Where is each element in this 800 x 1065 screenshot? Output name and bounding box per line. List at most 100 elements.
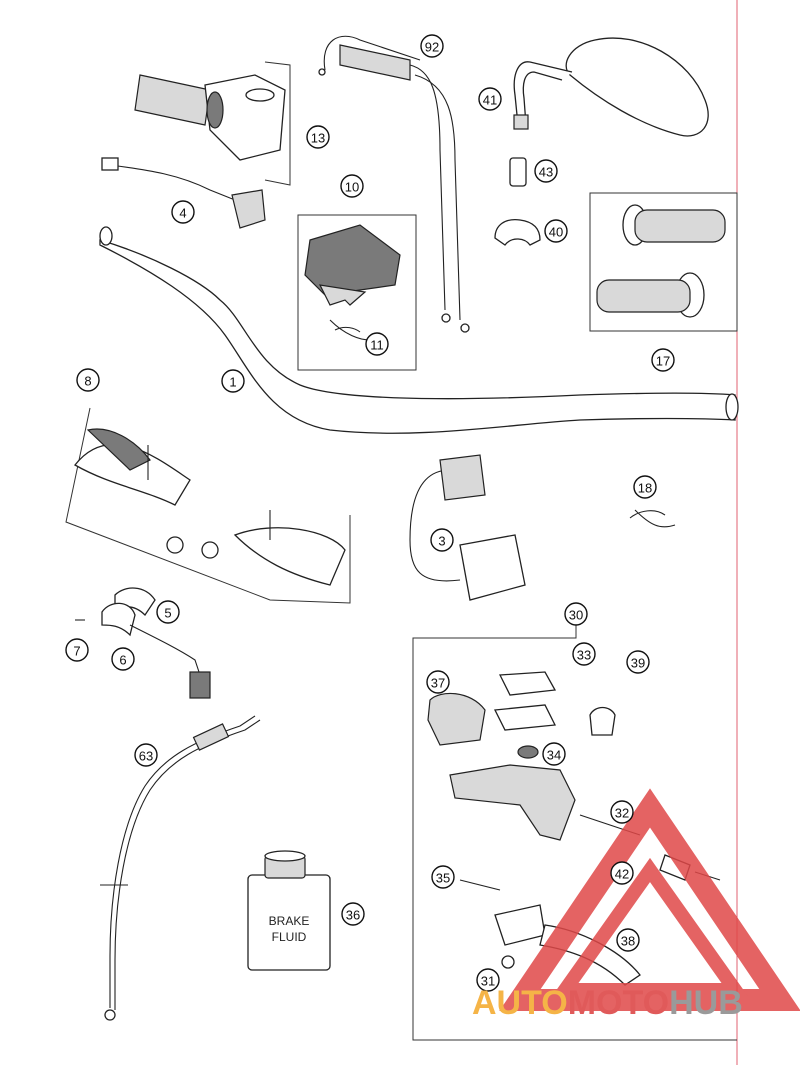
callout-34: 34 xyxy=(542,742,566,766)
callout-label: 6 xyxy=(119,653,126,668)
number-plate-group xyxy=(297,214,417,371)
throttle-grip-assembly xyxy=(134,61,291,186)
callout-circle xyxy=(76,368,100,392)
callout-label: 8 xyxy=(84,374,91,389)
callout-circle xyxy=(171,200,195,224)
callout-label: 5 xyxy=(164,606,171,621)
callout-label: 31 xyxy=(481,974,495,989)
callout-label: 35 xyxy=(436,871,450,886)
callout-circle xyxy=(544,219,568,243)
callout-31: 31 xyxy=(476,968,500,992)
mirror xyxy=(513,37,709,137)
callout-circle xyxy=(534,159,558,183)
callout-label: 17 xyxy=(656,354,670,369)
brake-fluid-can xyxy=(247,850,331,971)
callout-13: 13 xyxy=(306,125,330,149)
callout-label: 92 xyxy=(425,40,439,55)
callout-35: 35 xyxy=(431,865,455,889)
callout-label: 32 xyxy=(615,806,629,821)
callout-circle xyxy=(420,34,444,58)
callout-5: 5 xyxy=(156,600,180,624)
callout-label: 39 xyxy=(631,656,645,671)
callout-7: 7 xyxy=(65,638,89,662)
callout-circle xyxy=(426,670,450,694)
callout-92: 92 xyxy=(420,34,444,58)
callout-label: 11 xyxy=(370,338,384,353)
callout-circle xyxy=(430,528,454,552)
handguards xyxy=(65,407,351,604)
callout-label: 10 xyxy=(345,180,359,195)
callout-36: 36 xyxy=(341,902,365,926)
callout-8: 8 xyxy=(76,368,100,392)
callout-40: 40 xyxy=(544,219,568,243)
mirror-clamp xyxy=(494,219,541,246)
callout-label: 7 xyxy=(73,644,80,659)
callout-43: 43 xyxy=(534,159,558,183)
callout-32: 32 xyxy=(610,800,634,824)
callout-label: 18 xyxy=(638,481,652,496)
callout-label: 43 xyxy=(539,165,553,180)
watermark-auto: AUTO xyxy=(472,984,568,1022)
watermark-hub: HUB xyxy=(669,984,743,1022)
brake-line xyxy=(100,715,261,1021)
callout-3: 3 xyxy=(430,528,454,552)
throttle-cables xyxy=(318,35,470,333)
callout-circle xyxy=(156,600,180,624)
callout-label: 30 xyxy=(569,608,583,623)
callout-circle xyxy=(616,928,640,952)
callout-label: 38 xyxy=(621,934,635,949)
callout-label: 36 xyxy=(346,908,360,923)
callout-41: 41 xyxy=(478,87,502,111)
callout-circle xyxy=(65,638,89,662)
light-switch xyxy=(75,587,211,699)
watermark-text: AUTOMOTOHUB xyxy=(472,984,743,1022)
callout-label: 33 xyxy=(577,648,591,663)
handlebar xyxy=(99,226,739,434)
callout-6: 6 xyxy=(111,647,135,671)
callout-circle xyxy=(651,348,675,372)
callout-circle xyxy=(111,647,135,671)
callout-circle xyxy=(572,642,596,666)
callout-label: 34 xyxy=(547,748,561,763)
start-switch xyxy=(409,454,526,601)
callout-38: 38 xyxy=(616,928,640,952)
callout-63: 63 xyxy=(134,743,158,767)
callout-circle xyxy=(478,87,502,111)
watermark-moto: MOTO xyxy=(568,984,669,1022)
cable-tie-18 xyxy=(629,509,676,528)
callout-1: 1 xyxy=(221,369,245,393)
callout-label: 1 xyxy=(229,375,236,390)
callout-circle xyxy=(341,902,365,926)
callout-circle xyxy=(340,174,364,198)
callout-circle xyxy=(134,743,158,767)
callout-33: 33 xyxy=(572,642,596,666)
callout-10: 10 xyxy=(340,174,364,198)
callout-label: 41 xyxy=(483,93,497,108)
callout-17: 17 xyxy=(651,348,675,372)
callout-4: 4 xyxy=(171,200,195,224)
callout-circle xyxy=(626,650,650,674)
callout-circle xyxy=(542,742,566,766)
callout-circle xyxy=(610,800,634,824)
callout-circle xyxy=(564,602,588,626)
callout-circle xyxy=(306,125,330,149)
kill-switch xyxy=(101,157,266,229)
callout-circle xyxy=(610,861,634,885)
callout-11: 11 xyxy=(365,332,389,356)
callout-42: 42 xyxy=(610,861,634,885)
callout-30: 30 xyxy=(564,602,588,626)
fluid-label-line2: FLUID xyxy=(272,930,307,944)
callout-label: 3 xyxy=(438,534,445,549)
callout-circle xyxy=(476,968,500,992)
watermark-triangle xyxy=(499,788,800,1011)
grips xyxy=(589,192,738,332)
callout-label: 37 xyxy=(431,676,445,691)
callout-label: 4 xyxy=(179,206,186,221)
callout-label: 63 xyxy=(139,749,153,764)
callout-label: 40 xyxy=(549,225,563,240)
callout-circle xyxy=(365,332,389,356)
mirror-adapter xyxy=(509,157,527,187)
callout-circle xyxy=(431,865,455,889)
